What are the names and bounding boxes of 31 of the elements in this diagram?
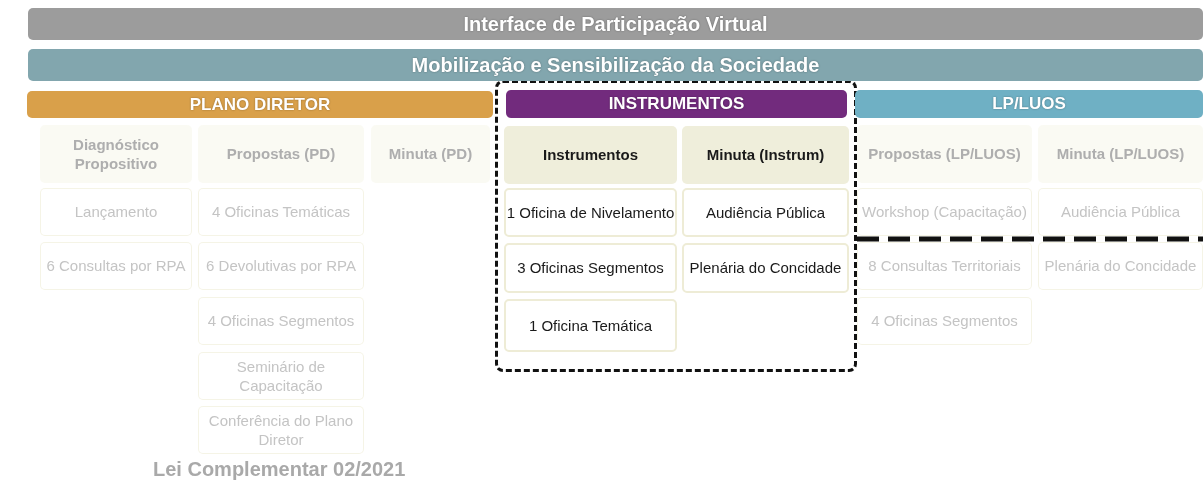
column-header: Propostas (PD) <box>198 125 364 183</box>
activity-card: Conferência do Plano Diretor <box>198 406 364 454</box>
footnote-text: Lei Complementar 02/2021 <box>153 458 406 481</box>
activity-card: 4 Oficinas Temáticas <box>198 188 364 236</box>
banner-bar: Mobilização e Sensibilização da Sociedade <box>28 49 1203 81</box>
section-header: PLANO DIRETOR <box>27 91 493 118</box>
activity-card: 3 Oficinas Segmentos <box>504 243 677 293</box>
banner-bar: Interface de Participação Virtual <box>28 8 1203 40</box>
activity-card: Lançamento <box>40 188 192 236</box>
column-header: Minuta (Instrum) <box>682 126 849 184</box>
column-header: Minuta (PD) <box>371 125 490 183</box>
activity-card: Audiência Pública <box>1038 188 1203 236</box>
column-header: Minuta (LP/LUOS) <box>1038 125 1203 183</box>
column-header: Instrumentos <box>504 126 677 184</box>
column-header: Propostas (LP/LUOS) <box>857 125 1032 183</box>
activity-card: 1 Oficina de Nivelamento <box>504 188 677 237</box>
highlight-frame <box>495 80 857 372</box>
activity-card: Plenária do Concidade <box>682 243 849 293</box>
activity-card: Seminário de Capacitação <box>198 352 364 400</box>
activity-card: 6 Consultas por RPA <box>40 242 192 290</box>
column-header: Diagnóstico Propositivo <box>40 125 192 183</box>
section-header: INSTRUMENTOS <box>506 90 847 118</box>
activity-card: 4 Oficinas Segmentos <box>857 297 1032 345</box>
activity-card: 1 Oficina Temática <box>504 299 677 352</box>
activity-card: Audiência Pública <box>682 188 849 237</box>
activity-card: Plenária do Concidade <box>1038 242 1203 290</box>
activity-card: Workshop (Capacitação) <box>857 188 1032 236</box>
activity-card: 4 Oficinas Segmentos <box>198 297 364 345</box>
activity-card: 8 Consultas Territoriais <box>857 242 1032 290</box>
section-header: LP/LUOS <box>855 90 1203 118</box>
activity-card: 6 Devolutivas por RPA <box>198 242 364 290</box>
